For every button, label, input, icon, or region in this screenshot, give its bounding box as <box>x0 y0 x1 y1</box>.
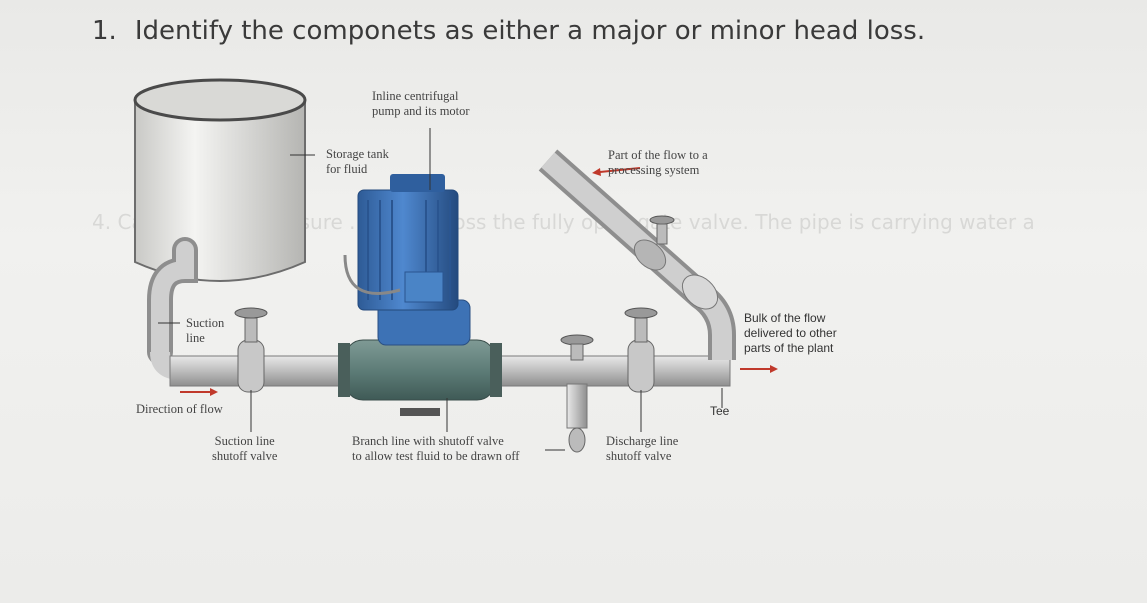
label-bulk-flow-line3: parts of the plant <box>744 341 834 355</box>
label-branch-line-line1: Branch line with shutoff valve <box>352 434 504 448</box>
suction-pipe <box>147 237 198 380</box>
label-suction-valve-line2: shutoff valve <box>212 449 278 463</box>
storage-tank <box>133 78 307 282</box>
label-branch-line: Branch line with shutoff valve to allow … <box>352 434 519 464</box>
flow-arrows <box>180 167 778 396</box>
label-storage-tank-line1: Storage tank <box>326 147 389 161</box>
processing-pipe <box>538 149 736 360</box>
branch-valve-top <box>560 334 594 361</box>
label-pump-line1: Inline centrifugal <box>372 89 459 103</box>
label-suction-valve-line1: Suction line <box>214 434 275 448</box>
label-storage-tank: Storage tank for fluid <box>326 147 389 177</box>
label-pump: Inline centrifugal pump and its motor <box>372 89 470 119</box>
label-discharge-valve: Discharge line shutoff valve <box>606 434 678 464</box>
label-processing-line2: processing system <box>608 163 700 177</box>
branch-line <box>566 383 588 453</box>
label-discharge-valve-line2: shutoff valve <box>606 449 672 463</box>
label-processing: Part of the flow to a processing system <box>608 148 708 178</box>
label-suction-line-line2: line <box>186 331 205 345</box>
question-body: Identify the componets as either a major… <box>134 16 926 46</box>
label-bulk-flow: Bulk of the flow delivered to other part… <box>744 311 837 356</box>
label-bulk-flow-line1: Bulk of the flow <box>744 311 826 325</box>
pump <box>338 174 502 416</box>
processing-valve <box>649 215 675 245</box>
label-suction-line: Suction line <box>186 316 224 346</box>
question-text: 1. Identify the componets as either a maj… <box>92 16 925 46</box>
label-pump-line2: pump and its motor <box>372 104 470 118</box>
label-bulk-flow-line2: delivered to other <box>744 326 837 340</box>
label-storage-tank-line2: for fluid <box>326 162 368 176</box>
discharge-valve <box>624 307 658 393</box>
label-processing-line1: Part of the flow to a <box>608 148 708 162</box>
background-question-number: 4. <box>92 210 112 234</box>
label-tee: Tee <box>710 404 730 418</box>
label-discharge-valve-line1: Discharge line <box>606 434 679 448</box>
suction-valve <box>234 307 268 393</box>
label-suction-line-line1: Suction <box>186 316 225 330</box>
label-direction: Direction of flow <box>136 402 223 416</box>
label-branch-line-line2: to allow test fluid to be drawn off <box>352 449 520 463</box>
label-suction-valve: Suction line shutoff valve <box>212 434 277 464</box>
question-number: 1. <box>92 16 117 46</box>
leader-lines <box>158 128 723 451</box>
